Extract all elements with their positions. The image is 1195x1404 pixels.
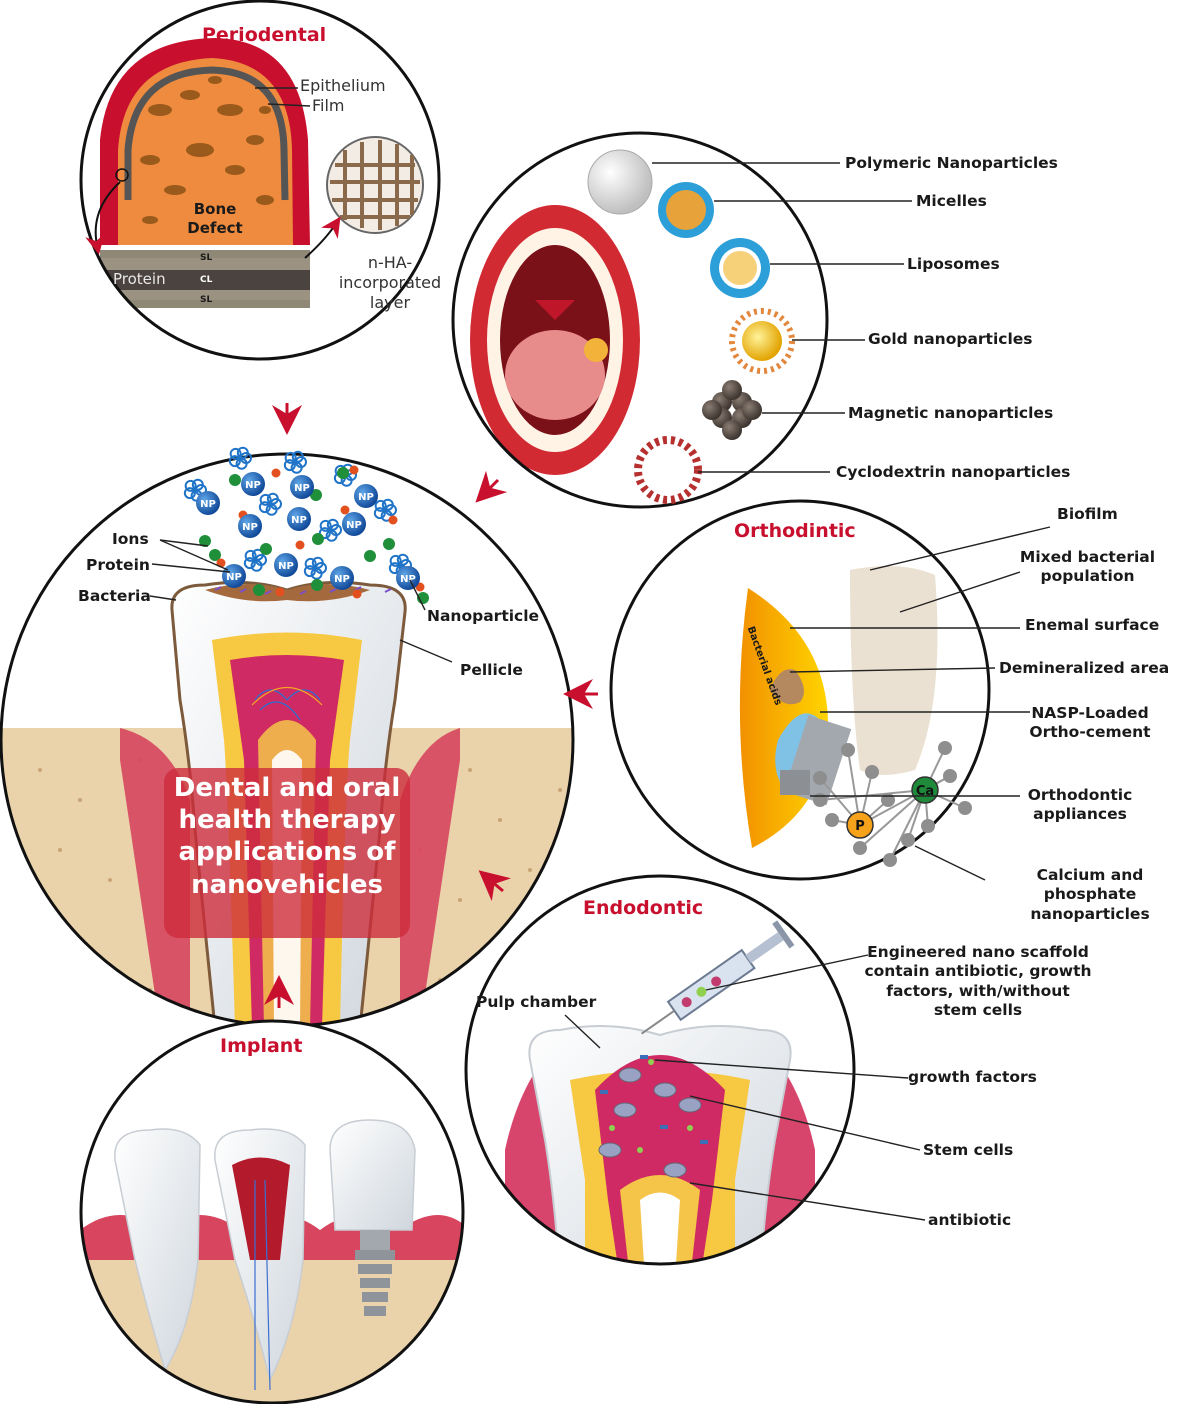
antibiotic-label: antibiotic [928,1211,1011,1230]
ion-green [229,474,241,486]
protein-label: Protein [86,556,150,575]
orthodontic-circle: P Ca [610,500,1050,880]
sl-top-label: SL [200,253,212,264]
biofilm-label: Biofilm [1057,505,1118,524]
ion-red [389,516,398,525]
cl-label: CL [200,275,212,286]
ion-red [350,466,359,475]
endodontic-title: Endodontic [583,897,703,919]
ion-green [260,543,272,555]
ion-green [383,538,395,550]
np-label: NP [242,522,258,533]
np-label: NP [358,492,374,503]
nasp-label: NASP-Loaded Ortho-cement [1025,704,1155,743]
nanocarrier-circle [450,130,912,510]
calcium-phosphate-label: Calcium and phosphate nanoparticles [990,866,1190,924]
cap-atom [921,819,935,833]
phosphate-label: P [855,819,865,834]
cap-atom [865,765,879,779]
np-label: NP [291,515,307,526]
endodontic-circle [460,870,925,1280]
polymeric-label: Polymeric Nanoparticles [845,154,1058,173]
implant-crown [330,1120,415,1230]
ion-red [341,506,350,515]
sl-bottom-label: SL [200,295,212,306]
implant-circle [80,1020,470,1404]
main-title: Dental and oral health therapy applicati… [164,772,410,901]
np-label: NP [245,480,261,491]
bone-defect-label: Bone Defect [175,200,255,238]
ion-green [337,467,349,479]
cap-atom [943,769,957,783]
ion-red [272,469,281,478]
ion-red [353,590,362,599]
np-label: NP [200,499,216,510]
calcium-label: Ca [916,784,934,799]
pellicle-label: Pellicle [460,661,523,680]
ion-green [364,550,376,562]
cap-atom [881,793,895,807]
nha-layer-label: n-HA-incorporated layer [338,253,442,313]
ions-label: Ions [112,530,149,549]
np-label: NP [294,483,310,494]
mixed-population-label: Mixed bacterial population [1015,548,1160,587]
gold-label: Gold nanoparticles [868,330,1033,349]
bacteria-label: Bacteria [78,587,151,606]
cap-atom [938,741,952,755]
protein-layer-label: Protein [113,270,166,289]
growth-factors-label: growth factors [908,1068,1037,1087]
ion-green [311,579,323,591]
polymeric-nanoparticle [588,150,652,214]
cap-atom [825,813,839,827]
micelles-label: Micelles [916,192,987,211]
cap-atom [958,801,972,815]
film-label: Film [312,96,345,116]
ion-red [276,588,285,597]
liposomes-label: Liposomes [907,255,1000,274]
implant-title: Implant [220,1035,302,1057]
np-label: NP [278,561,294,572]
stem-cells-label: Stem cells [923,1141,1013,1160]
periodental-title: Periodental [202,24,326,46]
pulp-chamber-label: Pulp chamber [476,993,596,1012]
enamel-label: Enemal surface [1025,616,1159,635]
orthodontic-title: Orthodintic [734,520,856,542]
cap-atom [813,771,827,785]
cap-atom [841,743,855,757]
cap-atom [853,841,867,855]
ion-green [253,584,265,596]
demineralized-label: Demineralized area [999,659,1169,678]
np-label: NP [346,520,362,531]
cap-atom [883,853,897,867]
scaffold-label: Engineered nano scaffold contain antibio… [862,943,1094,1021]
main-circle [0,453,574,1028]
nanoparticle-label: Nanoparticle [427,607,539,626]
appliances-label: Orthodontic appliances [1020,786,1140,825]
np-label: NP [400,574,416,585]
np-label: NP [226,572,242,583]
magnetic-label: Magnetic nanoparticles [848,404,1053,423]
cap-atom [813,793,827,807]
epithelium-label: Epithelium [300,76,386,96]
np-label: NP [334,574,350,585]
ion-red [296,541,305,550]
ion-green [312,533,324,545]
cyclodextrin-label: Cyclodextrin nanoparticles [836,463,1070,482]
cap-atom [901,833,915,847]
